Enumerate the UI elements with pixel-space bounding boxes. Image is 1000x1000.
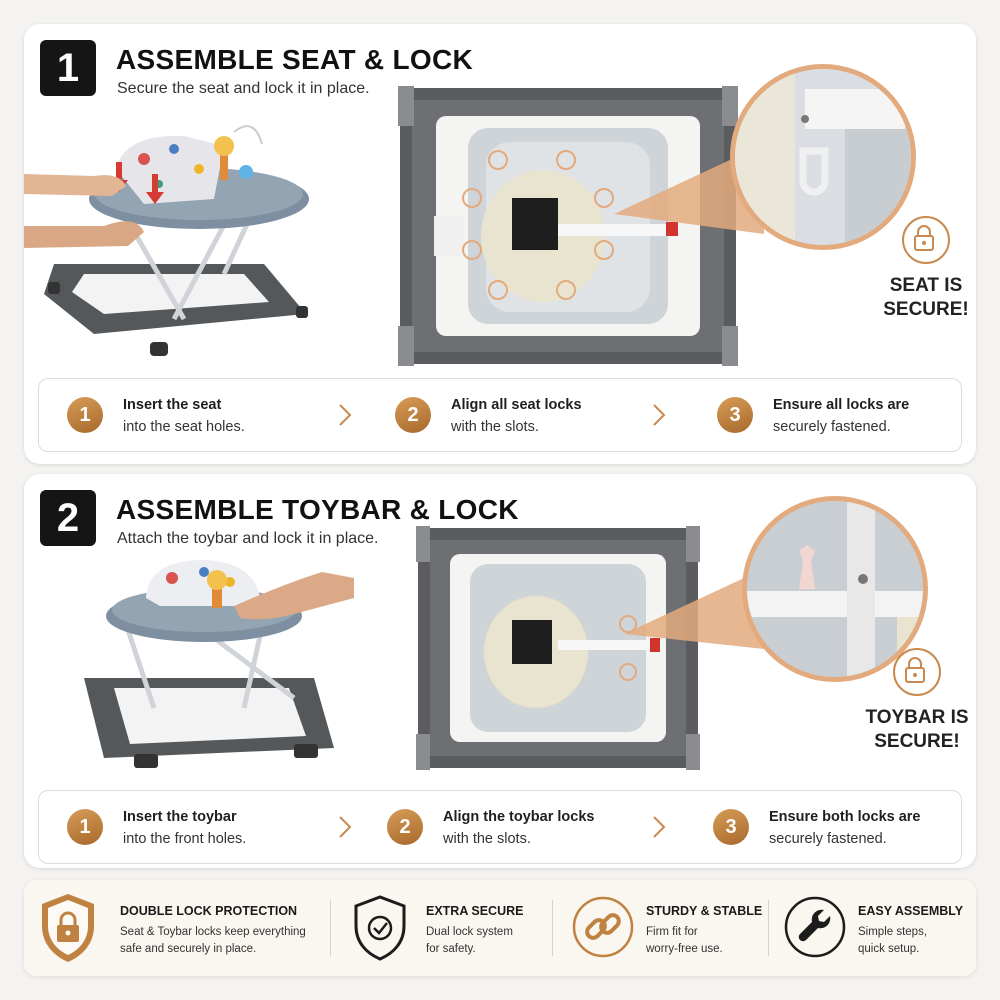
toybar-lock-zoom-inset <box>742 496 928 682</box>
step-title: Insert the toybar <box>123 809 237 825</box>
divider <box>330 900 331 956</box>
step-title: Ensure both locks are <box>769 809 921 825</box>
toybar-steps-bar: 1 Insert the toybar into the front holes… <box>38 790 962 864</box>
section-assemble-seat: 1 ASSEMBLE SEAT & LOCK Secure the seat a… <box>24 24 976 464</box>
zoom-callout-wedge <box>624 564 774 650</box>
toybar-secure-indicator: TOYBAR IS SECURE! <box>862 648 972 754</box>
section-number-badge: 1 <box>40 40 96 96</box>
padlock-icon <box>902 216 950 264</box>
feature-title: EASY ASSEMBLY <box>858 904 964 918</box>
walker-frame-top-view <box>398 86 738 366</box>
section-title: ASSEMBLE SEAT & LOCK <box>116 44 474 75</box>
seat-steps-bar: 1 Insert the seat into the seat holes. 2… <box>38 378 962 452</box>
feature-sturdy-stable: STURDY & STABLE Firm fit for worry-free … <box>564 880 764 976</box>
divider <box>768 900 769 956</box>
secure-text-line2: SECURE! <box>874 731 960 752</box>
feature-desc-line: Dual lock system <box>426 926 513 938</box>
section-subtitle: Secure the seat and lock it in place. <box>117 80 370 97</box>
step-detail: with the slots. <box>451 419 539 435</box>
divider <box>552 900 553 956</box>
walker-seat-insert-photo <box>24 125 309 356</box>
section-assemble-toybar: 2 ASSEMBLE TOYBAR & LOCK Attach the toyb… <box>24 474 976 868</box>
chain-link-icon <box>572 896 634 958</box>
chevron-right-icon <box>653 816 666 838</box>
feature-description: Firm fit for worry-free use. <box>646 924 846 958</box>
step-title: Ensure all locks are <box>773 397 910 413</box>
chevron-right-icon <box>339 816 352 838</box>
step-detail: securely fastened. <box>773 419 891 435</box>
step-number: 3 <box>717 397 753 433</box>
step-detail: with the slots. <box>443 831 531 847</box>
walker-frame-top-view-toybar <box>416 526 700 770</box>
feature-desc-line: Seat & Toybar locks keep everything <box>120 926 306 938</box>
section-title: ASSEMBLE TOYBAR & LOCK <box>116 494 519 525</box>
feature-double-lock: DOUBLE LOCK PROTECTION Seat & Toybar loc… <box>24 880 324 976</box>
features-bar: DOUBLE LOCK PROTECTION Seat & Toybar loc… <box>24 880 976 976</box>
secure-text-line2: SECURE! <box>883 299 969 320</box>
step-number: 2 <box>387 809 423 845</box>
chevron-right-icon <box>339 404 352 426</box>
feature-desc-line: safe and securely in place. <box>120 943 257 955</box>
feature-description: Dual lock system for safety. <box>426 924 626 958</box>
secure-text-line1: SEAT IS <box>889 275 963 296</box>
padlock-icon <box>893 648 941 696</box>
step-number: 1 <box>67 397 103 433</box>
feature-desc-line: for safety. <box>426 943 476 955</box>
feature-desc-line: quick setup. <box>858 943 920 955</box>
feature-title: STURDY & STABLE <box>646 904 763 918</box>
feature-title: EXTRA SECURE <box>426 904 524 918</box>
secure-text-line1: TOYBAR IS <box>865 707 969 728</box>
feature-desc-line: worry-free use. <box>646 943 723 955</box>
step-detail: securely fastened. <box>769 831 887 847</box>
chevron-right-icon <box>653 404 666 426</box>
feature-title: DOUBLE LOCK PROTECTION <box>120 904 298 918</box>
step-number: 1 <box>67 809 103 845</box>
step-number: 3 <box>713 809 749 845</box>
step-title: Align the toybar locks <box>443 809 595 825</box>
feature-desc-line: Simple steps, <box>858 926 928 938</box>
feature-easy-assembly: EASY ASSEMBLY Simple steps, quick setup. <box>778 880 974 976</box>
feature-desc-line: Firm fit for <box>646 926 698 938</box>
step-detail: into the seat holes. <box>123 419 245 435</box>
step-number: 2 <box>395 397 431 433</box>
feature-description: Simple steps, quick setup. <box>858 924 968 958</box>
feature-extra-secure: EXTRA SECURE Dual lock system for safety… <box>342 880 552 976</box>
walker-toybar-insert-photo <box>84 560 354 768</box>
step-detail: into the front holes. <box>123 831 247 847</box>
seat-secure-indicator: SEAT IS SECURE! <box>876 216 976 322</box>
shield-check-icon <box>354 895 406 961</box>
feature-description: Seat & Toybar locks keep everything safe… <box>120 924 320 958</box>
shield-lock-icon <box>42 894 94 962</box>
section-number-badge: 2 <box>40 490 96 546</box>
section-subtitle: Attach the toybar and lock it in place. <box>117 530 379 547</box>
zoom-callout-wedge <box>614 144 764 234</box>
wrench-icon <box>784 896 846 958</box>
step-title: Insert the seat <box>123 397 222 413</box>
step-title: Align all seat locks <box>451 397 582 413</box>
